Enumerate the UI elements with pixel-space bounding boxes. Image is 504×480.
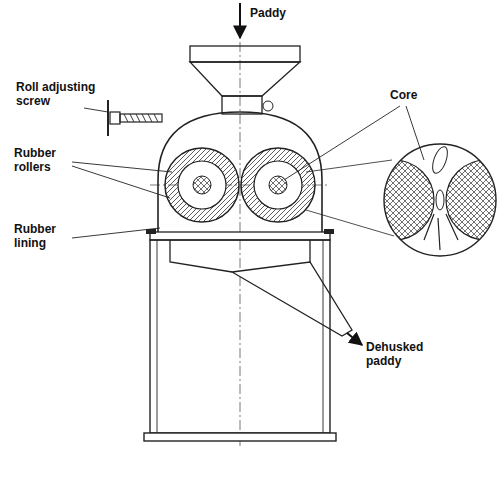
part-label: Rubber rollers — [14, 146, 76, 174]
screw-shaft — [120, 114, 162, 122]
base-plate — [150, 232, 330, 240]
stand-frame — [150, 240, 330, 433]
screw-thread — [124, 114, 158, 122]
hopper — [190, 62, 300, 96]
part-label: Roll adjusting screw — [16, 80, 112, 108]
leader-line — [72, 166, 170, 198]
detail-view — [354, 145, 504, 250]
leader-line — [284, 106, 400, 180]
bolt — [324, 229, 334, 234]
leader-line — [84, 108, 108, 112]
stand-leg — [323, 240, 324, 433]
roller-hub — [254, 161, 302, 209]
roller-segment — [354, 160, 434, 240]
discharge-chute — [232, 262, 352, 336]
inlet-arrow — [239, 3, 241, 38]
screw-handle — [107, 100, 109, 136]
feed-wheel — [263, 101, 273, 111]
roller-core — [193, 176, 211, 194]
outlet-arrow — [347, 333, 362, 345]
part-label: Rubber lining — [14, 222, 76, 250]
roller-housing — [158, 112, 322, 232]
detail-line — [306, 210, 394, 236]
center-line — [240, 42, 241, 446]
roller-segment — [446, 160, 504, 240]
screw-nut — [110, 112, 120, 124]
paddy-grain — [436, 190, 444, 210]
husk — [424, 214, 458, 250]
detail-line — [306, 160, 392, 172]
leader-line — [72, 228, 160, 238]
stand-leg — [157, 240, 158, 433]
roller-core — [269, 176, 287, 194]
bottom-plate — [144, 433, 336, 441]
rubber-roller — [165, 148, 239, 222]
hopper-rim — [190, 46, 300, 62]
paddy-grain — [430, 145, 451, 175]
part-label: Dehusked paddy — [366, 340, 446, 368]
part-label: Core — [390, 88, 440, 102]
roller-hub — [178, 161, 226, 209]
rubber-roller — [241, 148, 315, 222]
part-label: Paddy — [250, 6, 310, 20]
leader-line — [406, 106, 424, 160]
